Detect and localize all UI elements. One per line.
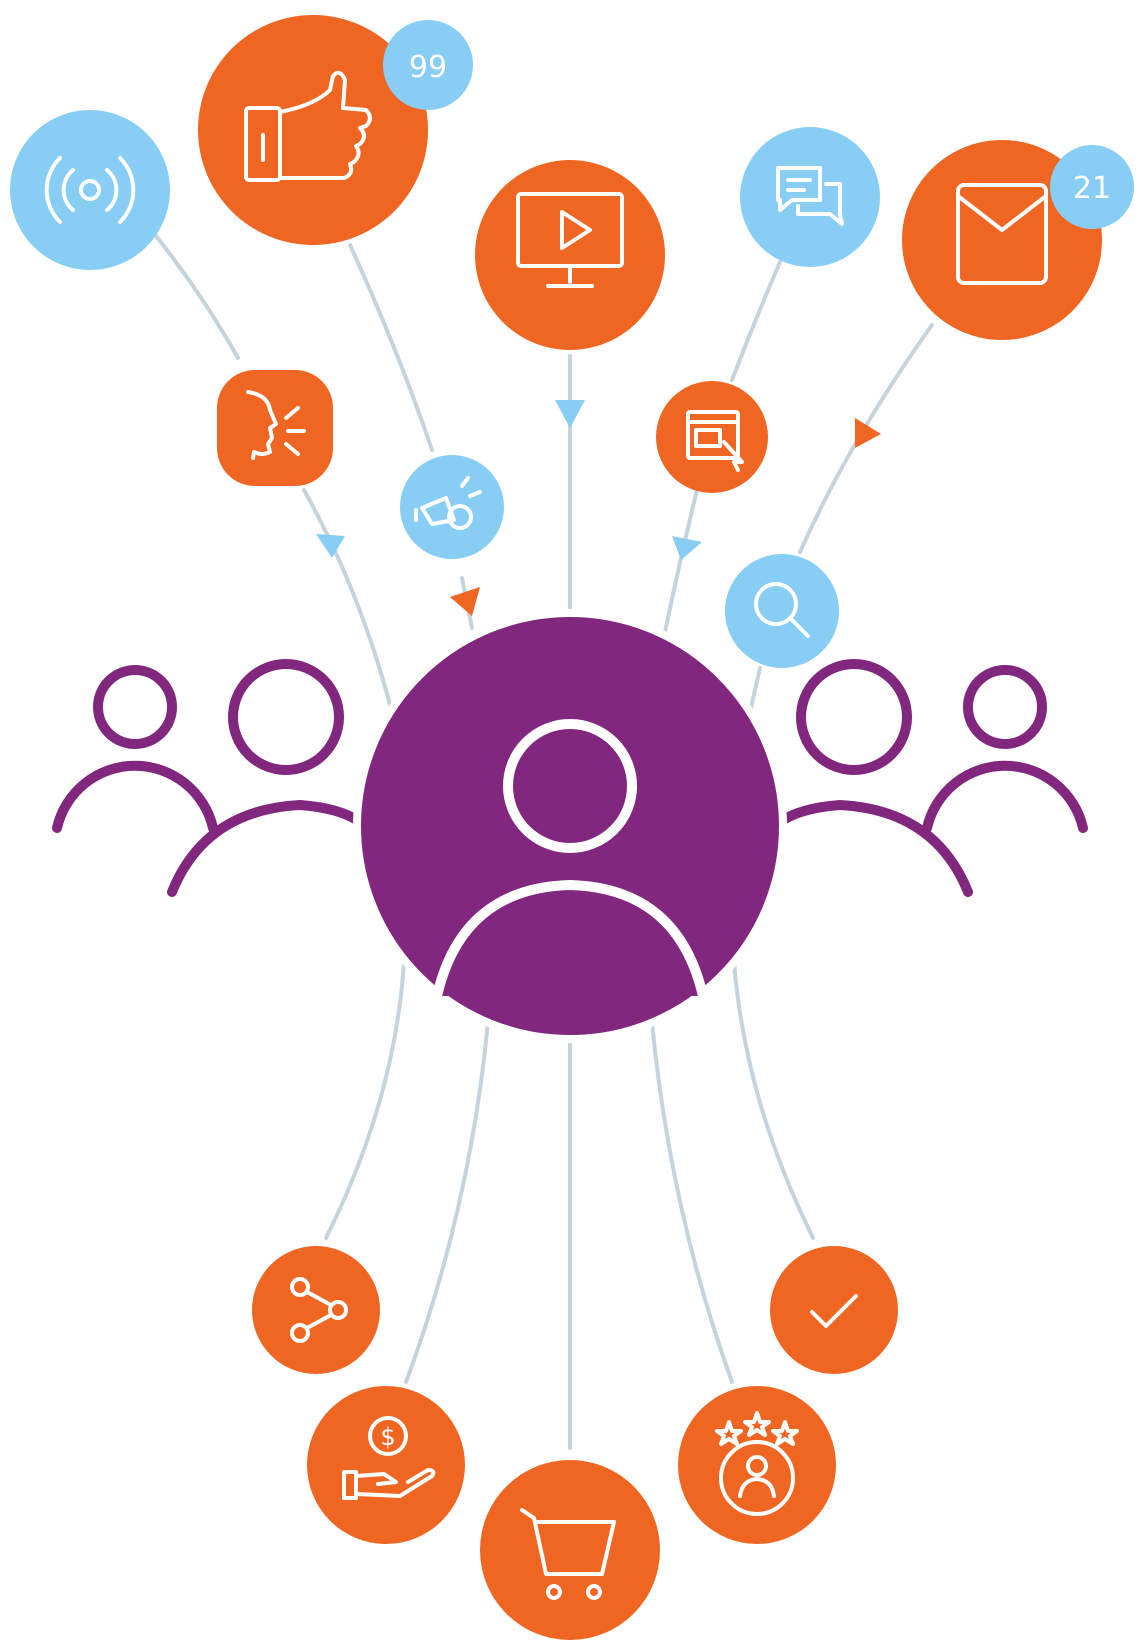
mail-badge-count: 21: [1073, 171, 1111, 206]
video-screen-icon: [516, 192, 624, 288]
node-chat: [740, 127, 880, 267]
audience-left: [52, 659, 365, 897]
node-voice-shape: [217, 370, 333, 486]
mail-icon: [956, 183, 1048, 285]
likes-badge: 99: [383, 20, 473, 110]
node-share: [252, 1246, 380, 1374]
speaking-head-icon: [246, 390, 306, 460]
audience-person-head: [93, 665, 177, 749]
audience-person-body: [922, 760, 1088, 833]
arrow-video-to-user: [555, 400, 585, 428]
share-icon: [290, 1277, 348, 1343]
arrow-mail-to-search: [855, 418, 881, 448]
audience-person-head: [963, 665, 1047, 749]
audience-right: [775, 659, 1088, 897]
chat-bubbles-icon: [776, 166, 844, 226]
arrowheads: [316, 400, 881, 616]
connector-user-to-money: [404, 1020, 490, 1384]
checkmark-icon: [810, 1294, 858, 1328]
connector-user-to-check: [732, 960, 815, 1240]
mail-badge-circle: [1050, 145, 1134, 229]
audience-person-body: [52, 760, 218, 833]
node-money-circle: [307, 1386, 465, 1544]
node-rating: [678, 1386, 836, 1544]
node-video: [475, 160, 665, 350]
audience-person-head: [796, 659, 912, 775]
node-check: [770, 1246, 898, 1374]
node-likes-circle: [198, 15, 428, 245]
search-icon: [754, 582, 810, 638]
node-video-circle: [475, 160, 665, 350]
connector-chat-to-web: [730, 260, 782, 382]
node-check-circle: [770, 1246, 898, 1374]
connector-search-to-user: [748, 666, 762, 714]
central-user-head: [503, 719, 637, 853]
node-search-circle: [725, 554, 839, 668]
connector-broadcast-to-voice: [143, 220, 240, 360]
audience-person-body: [167, 799, 365, 897]
connector-web-to-user: [663, 488, 699, 634]
paid-promotion-icon: [414, 476, 482, 530]
arrow-web-to-user: [672, 536, 702, 560]
connectors: [143, 220, 934, 1450]
node-web-click: [656, 381, 768, 493]
arrow-promo-to-user: [450, 587, 480, 616]
thumbs-up-icon: [244, 70, 372, 182]
web-click-icon: [686, 410, 744, 472]
connector-voice-to-user: [302, 488, 394, 714]
star-rating-user-icon: [715, 1411, 799, 1516]
node-rating-circle: [678, 1386, 836, 1544]
node-voice: [217, 370, 333, 486]
central-user-body: [432, 879, 708, 1001]
node-broadcast-circle: [10, 110, 170, 270]
central-user-node: [353, 609, 787, 1043]
likes-badge-circle: [383, 20, 473, 110]
node-promo: [400, 455, 504, 559]
node-money: $: [307, 1386, 465, 1544]
shopping-cart-icon: [520, 1508, 616, 1600]
broadcast-icon: [44, 156, 136, 224]
node-search: [725, 554, 839, 668]
node-chat-circle: [740, 127, 880, 267]
node-mail: 21: [902, 140, 1134, 340]
connector-user-to-rating: [650, 1020, 734, 1384]
node-web-click-circle: [656, 381, 768, 493]
node-broadcast: [10, 110, 170, 270]
audience-person-body: [775, 799, 973, 897]
svg-text:$: $: [380, 1423, 395, 1451]
mail-badge: 21: [1050, 145, 1134, 229]
connector-like-to-promo: [348, 243, 434, 452]
node-likes: 99: [198, 15, 473, 245]
audience-person-head: [228, 659, 344, 775]
node-cart-circle: [480, 1460, 660, 1640]
connector-user-to-share: [324, 960, 406, 1240]
likes-badge-count: 99: [409, 50, 447, 85]
arrow-voice-to-user: [316, 534, 345, 558]
money-hand-icon: $: [342, 1416, 436, 1500]
node-cart: [480, 1460, 660, 1640]
node-share-circle: [252, 1246, 380, 1374]
